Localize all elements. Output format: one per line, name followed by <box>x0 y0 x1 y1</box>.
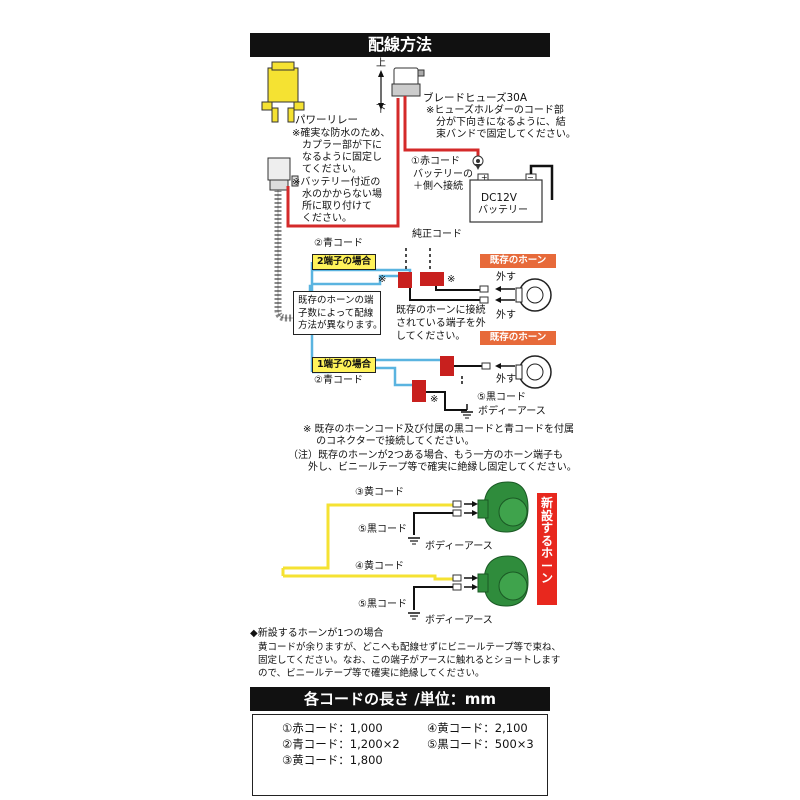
remove-label-1: 外す <box>496 272 516 283</box>
connector-upper-1 <box>398 272 412 288</box>
existing-horn-lower-icon <box>481 355 552 389</box>
red-cord-label: ①赤コード <box>411 156 460 167</box>
vlabel-char-3: す <box>540 521 553 535</box>
connector-lower-2 <box>412 380 426 402</box>
fuse-note-3: 束バンドで固定してください。 <box>436 129 576 140</box>
relay-note-6: 水のかからない場 <box>302 189 382 200</box>
vlabel-char-7: ン <box>540 571 553 585</box>
battery-voltage: DC12V <box>481 192 517 204</box>
connector-lower-1 <box>440 356 454 376</box>
length-item-3: ③黄コード：1,800 <box>282 753 383 767</box>
corrugated-tube <box>274 190 300 322</box>
asterisk-2: ※ <box>447 274 456 285</box>
direction-down: 下 <box>376 104 386 115</box>
fuse-holder-icon <box>391 67 425 97</box>
relay-coupler-icon <box>267 157 299 191</box>
existing-horn-label-1: 既存のホーン <box>480 254 556 268</box>
two-horns-note-2: 外し、ビニールテープ等で確実に絶縁し固定してください。 <box>288 462 577 473</box>
body-earth-b-label: ボディーアース <box>425 615 493 626</box>
disconnect-note-3: してください。 <box>396 331 466 342</box>
vlabel-char-6: ー <box>540 558 553 573</box>
yellow-cord-4-label: ④黄コード <box>355 561 404 572</box>
svg-text:+: + <box>481 173 488 182</box>
single-horn-title: ◆新設するホーンが1つの場合 <box>250 628 384 639</box>
connector-note-2: のコネクターで接続してください。 <box>303 436 475 447</box>
single-horn-note-2: 固定してください。なお、この端子がアースに触れるとショートします <box>258 655 561 666</box>
case-one-terminal: 1端子の場合 <box>312 357 376 373</box>
relay-icon <box>261 61 305 123</box>
terminal-note-2: 子数によって配線 <box>298 307 374 319</box>
terminal-note-3: 方法が異なります。 <box>298 320 383 331</box>
fuse-note-1: ※ヒューズホルダーのコード部 <box>426 105 564 116</box>
blue-cord-top-label: ②青コード <box>314 238 363 249</box>
disconnect-note-1: 既存のホーンに接続 <box>396 305 486 316</box>
blue-cord-bottom-label: ②青コード <box>314 375 363 386</box>
length-item-2: ②青コード：1,200×2 <box>282 737 400 751</box>
vlabel-char-5: ホ <box>540 546 553 560</box>
terminal-count-box: 既存のホーンの端 子数によって配線 方法が異なります。 <box>293 291 383 335</box>
connector-upper-2 <box>420 272 444 286</box>
svg-text:−: − <box>527 173 534 182</box>
remove-label-2: 外す <box>496 310 516 321</box>
length-item-4: ④黄コード：2,100 <box>427 721 528 735</box>
earth-icon-lower <box>461 411 473 419</box>
connector-note-1: ※ 既存のホーンコード及び付属の黒コードと青コードを付属 <box>303 424 575 435</box>
relay-note-8: ください。 <box>302 213 352 224</box>
battery-icon: + − <box>469 164 554 223</box>
lengths-title: 各コードの長さ /単位：mm <box>250 687 550 711</box>
earth-icon-new-1 <box>408 537 420 545</box>
page-title: 配線方法 <box>250 33 550 57</box>
relay-note-2: カプラー部が下に <box>302 140 382 151</box>
relay-note-4: てください。 <box>302 164 362 175</box>
new-horn-upper-icon <box>452 481 529 533</box>
terminal-note-1: 既存のホーンの端 <box>298 295 374 306</box>
new-horn-vertical-label: 新 設 す る ホ ー ン <box>537 493 557 605</box>
earth-icon-new-2 <box>408 612 420 620</box>
black-cord-5a-label: ⑤黒コード <box>358 524 407 535</box>
vlabel-char-4: る <box>540 533 553 548</box>
body-earth-label: ボディーアース <box>478 406 546 417</box>
length-item-5: ⑤黒コード：500×3 <box>427 737 534 751</box>
vlabel-char-1: 新 <box>540 496 553 510</box>
battery-name: バッテリー <box>478 205 528 216</box>
relay-note-3: なるように固定し <box>302 152 382 163</box>
yellow-cord-3-label: ③黄コード <box>355 487 404 498</box>
case-two-terminal: 2端子の場合 <box>312 254 376 270</box>
battery-connect-note-1: バッテリーの <box>413 169 473 180</box>
direction-up: 上 <box>376 58 386 69</box>
relay-label: パワーリレー <box>295 114 358 126</box>
existing-horn-label-2: 既存のホーン <box>480 331 556 345</box>
black-cord-5b-label: ⑤黒コード <box>358 599 407 610</box>
yellow-wire-4 <box>283 574 453 581</box>
fuse-label: ブレードヒューズ30A <box>423 92 528 104</box>
relay-note-5: ※バッテリー付近の <box>292 177 381 188</box>
battery-connect-note-2: ＋側へ接続 <box>413 181 463 192</box>
length-item-1: ①赤コード：1,000 <box>282 721 383 735</box>
red-wire-relay <box>286 98 400 228</box>
relay-note-7: 所に取り付けて <box>302 201 372 212</box>
relay-note-1: ※確実な防水のため、 <box>292 128 391 139</box>
body-earth-a-label: ボディーアース <box>425 541 493 552</box>
black-cord-5-label: ⑤黒コード <box>477 392 526 403</box>
asterisk-3: ※ <box>430 394 439 405</box>
disconnect-note-2: されている端子を外 <box>396 318 486 329</box>
new-horn-lower-icon <box>452 555 529 607</box>
yellow-wire-3 <box>283 503 453 570</box>
fuse-note-2: 分が下向きになるように、結 <box>436 117 566 128</box>
diagram-panel <box>250 32 550 798</box>
existing-horn-upper-icon <box>479 278 552 312</box>
single-horn-note-3: ので、ビニールテープ等で確実に絶縁してください。 <box>258 668 485 679</box>
red-wire-battery <box>403 96 480 158</box>
two-horns-note-1: （注）既存のホーンが2つある場合、もう一方のホーン端子も <box>288 450 564 461</box>
single-horn-note-1: 黄コードが余りますが、どこへも配線せずにビニールテープ等で束ね、 <box>258 642 561 653</box>
genuine-cord-label: 純正コード <box>412 229 462 240</box>
vlabel-char-2: 設 <box>540 508 553 523</box>
asterisk-1: ※ <box>378 274 387 285</box>
remove-label-3: 外す <box>496 374 516 385</box>
lengths-box <box>252 714 548 796</box>
